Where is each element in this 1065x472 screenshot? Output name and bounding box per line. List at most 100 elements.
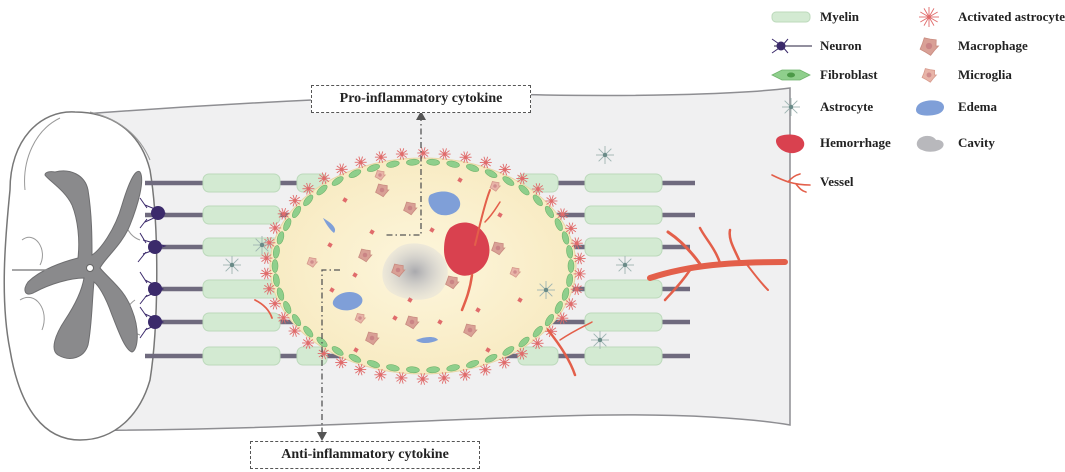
activated-astrocyte-cell [438,372,451,384]
legend-label: Vessel [820,174,854,189]
microglia-icon [921,68,938,83]
fibroblast-cell [386,364,400,372]
fibroblast-cell [283,301,292,314]
debris-particle [517,297,523,303]
legend-label: Macrophage [958,38,1028,53]
macrophage-cell [405,315,420,330]
activated-astrocyte-cell [565,222,578,235]
debris-particle [407,297,413,303]
fibroblast-cell [272,245,280,259]
macrophage-cell [375,183,390,198]
fibroblast-cell [561,231,570,245]
vessel-icon [771,173,811,193]
activated-astrocyte-cell [498,356,511,369]
activated-astrocyte-cell [417,147,430,159]
debris-particle [475,307,481,313]
edema-icon [916,100,944,116]
fibroblast-cell [292,313,302,327]
activated-astrocyte-cell [531,183,544,195]
microglia-cell [489,181,502,192]
activated-astrocyte-cell [268,297,281,310]
macrophage-cell [358,248,373,263]
legend-item-activated-astrocyte: Activated astrocyte [906,6,1065,28]
legend-label: Edema [958,99,997,114]
fibroblast-cell [303,194,314,207]
activated-astrocyte-cell [277,207,290,220]
activated-astrocyte-cell [302,337,315,349]
astrocyte-cell [537,281,555,299]
fibroblast-cell [518,184,530,196]
fibroblast-cell [554,301,563,314]
debris-particle [342,197,348,203]
activated-astrocyte-cell [570,283,583,296]
activated-astrocyte-cell [302,182,315,195]
activated-astrocyte-cell [459,151,472,164]
macrophage-cell [445,275,460,290]
activated-astrocyte-cell [335,356,348,369]
debris-particle [485,347,491,353]
fibroblast-cell [544,205,554,219]
activated-astrocyte-cell [573,268,586,280]
macrophage-cell [365,331,380,346]
astrocyte-icon [782,98,800,116]
fibroblast-cell [502,346,515,356]
fibroblast-cell [484,169,498,178]
activated-astrocyte-cell [288,325,301,337]
fibroblast-icon [771,69,811,81]
fibroblast-cell [532,325,543,338]
astrocyte-cell [591,331,609,349]
debris-particle [353,347,359,353]
activated-astrocyte-cell [573,252,586,265]
legend-item-microglia: Microglia [906,64,1012,86]
gray-matter [24,170,143,359]
activated-astrocyte-cell [269,222,282,234]
fibroblast-cell [566,245,574,259]
activated-astrocyte-cell [374,151,387,163]
fibroblast-cell [292,205,302,219]
legend-label: Microglia [958,67,1012,82]
activated-astrocyte-cell [395,372,408,384]
legend-item-edema: Edema [906,96,997,118]
activated-astrocyte-cell [263,282,276,295]
macrophage-cell [403,201,418,216]
fibroblast-cell [466,164,480,172]
cavity [382,243,448,300]
fibroblast-cell [532,194,543,207]
legend-label: Hemorrhage [820,135,891,150]
activated-astrocyte-cell [288,194,301,207]
fibroblast-cell [466,360,480,368]
cavity-icon [916,135,944,152]
activated-astrocyte-cell [479,156,492,169]
fibroblast-cell [276,231,285,245]
fibroblast-cell [406,158,420,166]
fibroblast-cell [426,158,440,166]
activated-astrocyte-icon [919,7,939,27]
astrocyte-cell [253,236,271,254]
fibroblast-cell [484,354,498,363]
debris-particle [497,212,503,218]
neurons [137,197,167,339]
debris-particle [369,229,375,235]
fibroblast-cell [348,354,362,363]
microglia-cell [374,170,387,181]
activated-astrocyte-cell [564,298,577,310]
fibroblast-cell [544,313,554,327]
fibroblast-cell [567,259,575,273]
fibroblast-cell [331,346,344,356]
activated-astrocyte-cell [531,337,544,350]
legend-item-hemorrhage: Hemorrhage [768,132,891,154]
fibroblast-cell [502,176,515,186]
astrocyte-cell [223,256,241,274]
fibroblast-cell [303,325,314,338]
fibroblast-cell [331,176,344,186]
fibroblast-cell [386,160,400,168]
activated-astrocyte-cell [498,163,511,176]
debris-particle [329,287,335,293]
activated-astrocyte-cell [318,172,331,185]
legend-label: Activated astrocyte [958,9,1065,24]
fibroblast-cell [271,259,279,273]
activated-astrocyte-cell [556,312,569,325]
activated-astrocyte-cell [374,368,387,381]
pro-inflammatory-label: Pro-inflammatory cytokine [311,85,531,113]
